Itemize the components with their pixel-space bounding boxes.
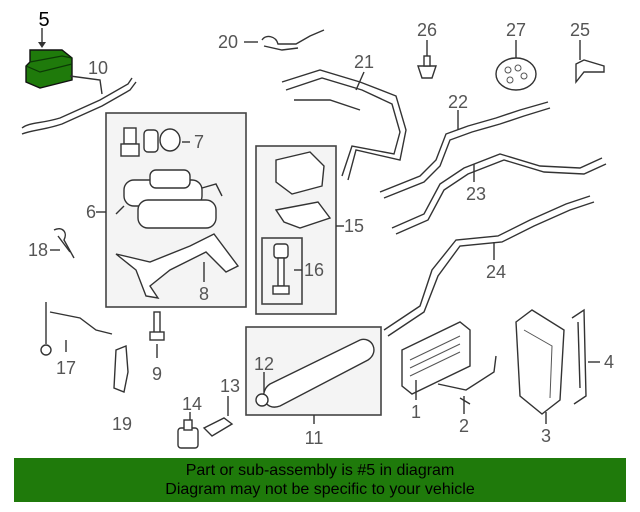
part-14-fitting xyxy=(177,419,199,449)
part-number-11: 11 xyxy=(305,428,324,448)
part-number-27: 27 xyxy=(506,20,526,40)
part-16-connector xyxy=(272,243,290,295)
part-number-13: 13 xyxy=(220,376,240,396)
part-number-23: 23 xyxy=(466,184,486,204)
part-number-21: 21 xyxy=(354,52,374,72)
part-3-module-housing xyxy=(515,309,565,415)
part-number-17: 17 xyxy=(56,358,76,378)
info-banner: Part or sub-assembly is #5 in diagram Di… xyxy=(14,458,626,502)
part-25-connector xyxy=(575,59,605,84)
part-2-bracket xyxy=(437,355,497,405)
part-5-body xyxy=(25,49,73,89)
part-9-bolt xyxy=(149,311,165,341)
part-number-18: 18 xyxy=(28,240,48,260)
banner-line-2: Diagram may not be specific to your vehi… xyxy=(165,481,475,498)
part-7-valve-parts xyxy=(120,127,190,157)
part-number-16: 16 xyxy=(304,260,324,280)
part-27-cap xyxy=(495,57,537,91)
part-6-compressor xyxy=(115,169,223,229)
part-11-air-reservoir xyxy=(255,338,375,408)
part-24-air-line xyxy=(383,195,595,337)
part-4-bracket xyxy=(571,308,587,405)
part-number-25: 25 xyxy=(570,20,590,40)
part-number-1: 1 xyxy=(411,402,421,422)
part-21-air-line xyxy=(281,69,407,181)
part-number-12: 12 xyxy=(254,354,274,374)
part-number-4: 4 xyxy=(604,352,614,372)
part-number-20: 20 xyxy=(218,32,238,52)
part-number-19: 19 xyxy=(112,414,132,434)
part-23-air-line xyxy=(391,153,607,235)
part-number-5: 5 xyxy=(38,9,49,31)
part-18-pipe xyxy=(53,228,75,259)
part-22-air-line xyxy=(379,101,551,199)
part-number-3: 3 xyxy=(541,426,551,446)
part-15-valve-block xyxy=(274,151,332,229)
part-13-fitting xyxy=(202,417,234,437)
part-number-7: 7 xyxy=(194,132,204,152)
part-number-14: 14 xyxy=(182,394,202,414)
part-number-24: 24 xyxy=(486,262,506,282)
part-number-8: 8 xyxy=(199,284,209,304)
part-20-pipe xyxy=(261,29,325,51)
part-8-bracket xyxy=(115,233,240,299)
part-number-10: 10 xyxy=(88,58,108,78)
part-number-2: 2 xyxy=(459,416,469,436)
part-26-grommet xyxy=(417,55,437,79)
part-10-link-rod xyxy=(21,75,137,135)
part-19-bracket xyxy=(113,344,129,393)
part-17-sensor-harness xyxy=(40,302,113,356)
part-number-6: 6 xyxy=(86,202,96,222)
part-number-26: 26 xyxy=(417,20,437,40)
part-number-9: 9 xyxy=(152,364,162,384)
banner-line-1: Part or sub-assembly is #5 in diagram xyxy=(185,462,455,479)
part-5-sensor[interactable] xyxy=(25,28,73,89)
part-number-15: 15 xyxy=(344,216,364,236)
part-1-control-module xyxy=(401,321,471,395)
part-number-22: 22 xyxy=(448,92,468,112)
leader-5-arrow xyxy=(38,42,46,48)
